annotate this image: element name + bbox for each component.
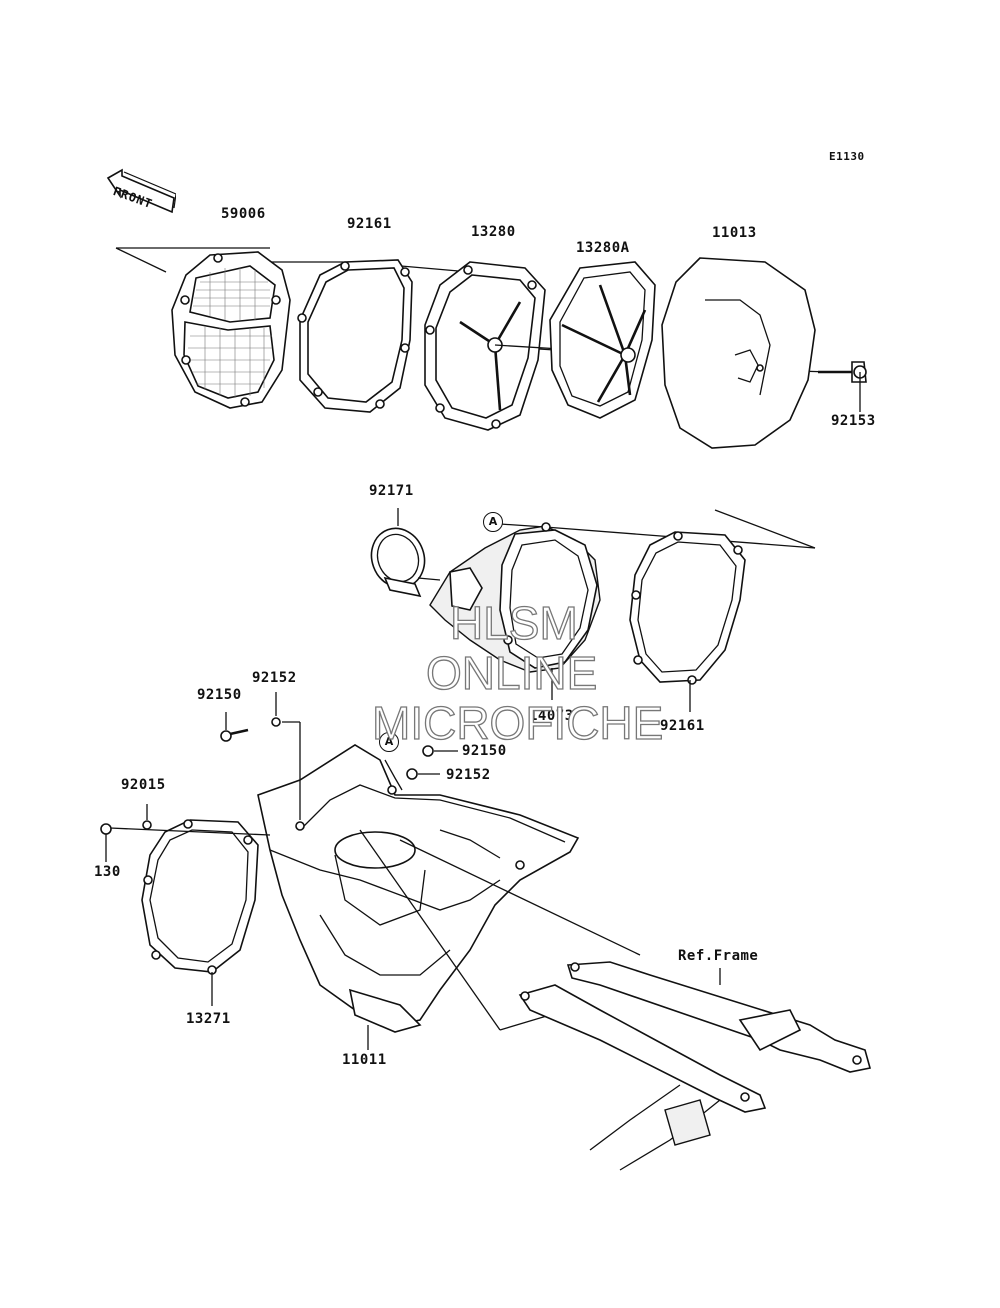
callout-13280a: 13280A bbox=[576, 240, 630, 256]
cover-bolt[interactable] bbox=[818, 362, 866, 412]
callout-92015: 92015 bbox=[121, 777, 166, 793]
inlet-duct[interactable] bbox=[430, 523, 600, 700]
callout-92152-left: 92152 bbox=[252, 670, 297, 686]
marker-a-top: A bbox=[483, 512, 503, 532]
gasket-top[interactable] bbox=[298, 260, 412, 412]
ref-frame-label: Ref.Frame bbox=[678, 948, 759, 964]
callout-92153: 92153 bbox=[831, 413, 876, 429]
air-filter-element[interactable] bbox=[172, 252, 290, 408]
callout-13271: 13271 bbox=[186, 1011, 231, 1027]
callout-92161-top: 92161 bbox=[347, 216, 392, 232]
marker-a-bottom: A bbox=[379, 732, 399, 752]
callout-92152-right: 92152 bbox=[446, 767, 491, 783]
gasket-middle[interactable] bbox=[630, 532, 745, 712]
callout-92150-right: 92150 bbox=[462, 743, 507, 759]
air-cleaner-cover[interactable] bbox=[662, 258, 815, 448]
callout-14073: 14073 bbox=[529, 708, 574, 724]
reference-frame[interactable] bbox=[360, 830, 870, 1170]
fasteners bbox=[101, 692, 458, 862]
filter-inner-frame[interactable] bbox=[550, 262, 655, 418]
watermark-line-3: MICROFICHE bbox=[371, 697, 664, 749]
callout-13280: 13280 bbox=[471, 224, 516, 240]
gasket-bottom[interactable] bbox=[110, 820, 270, 1006]
filter-frame[interactable] bbox=[425, 262, 610, 430]
callout-11013: 11013 bbox=[712, 225, 757, 241]
callout-59006: 59006 bbox=[221, 206, 266, 222]
watermark-line-1: HLSM bbox=[449, 597, 578, 649]
air-box[interactable] bbox=[258, 745, 578, 1050]
callout-92171: 92171 bbox=[369, 483, 414, 499]
callout-92150-left: 92150 bbox=[197, 687, 242, 703]
hose-clamp[interactable] bbox=[363, 508, 440, 596]
callout-92161-mid: 92161 bbox=[660, 718, 705, 734]
watermark-line-2: ONLINE bbox=[425, 647, 598, 699]
diagram-code: E1130 bbox=[829, 150, 865, 163]
front-arrow-icon bbox=[106, 168, 176, 214]
callout-130: 130 bbox=[94, 864, 121, 880]
callout-11011: 11011 bbox=[342, 1052, 387, 1068]
